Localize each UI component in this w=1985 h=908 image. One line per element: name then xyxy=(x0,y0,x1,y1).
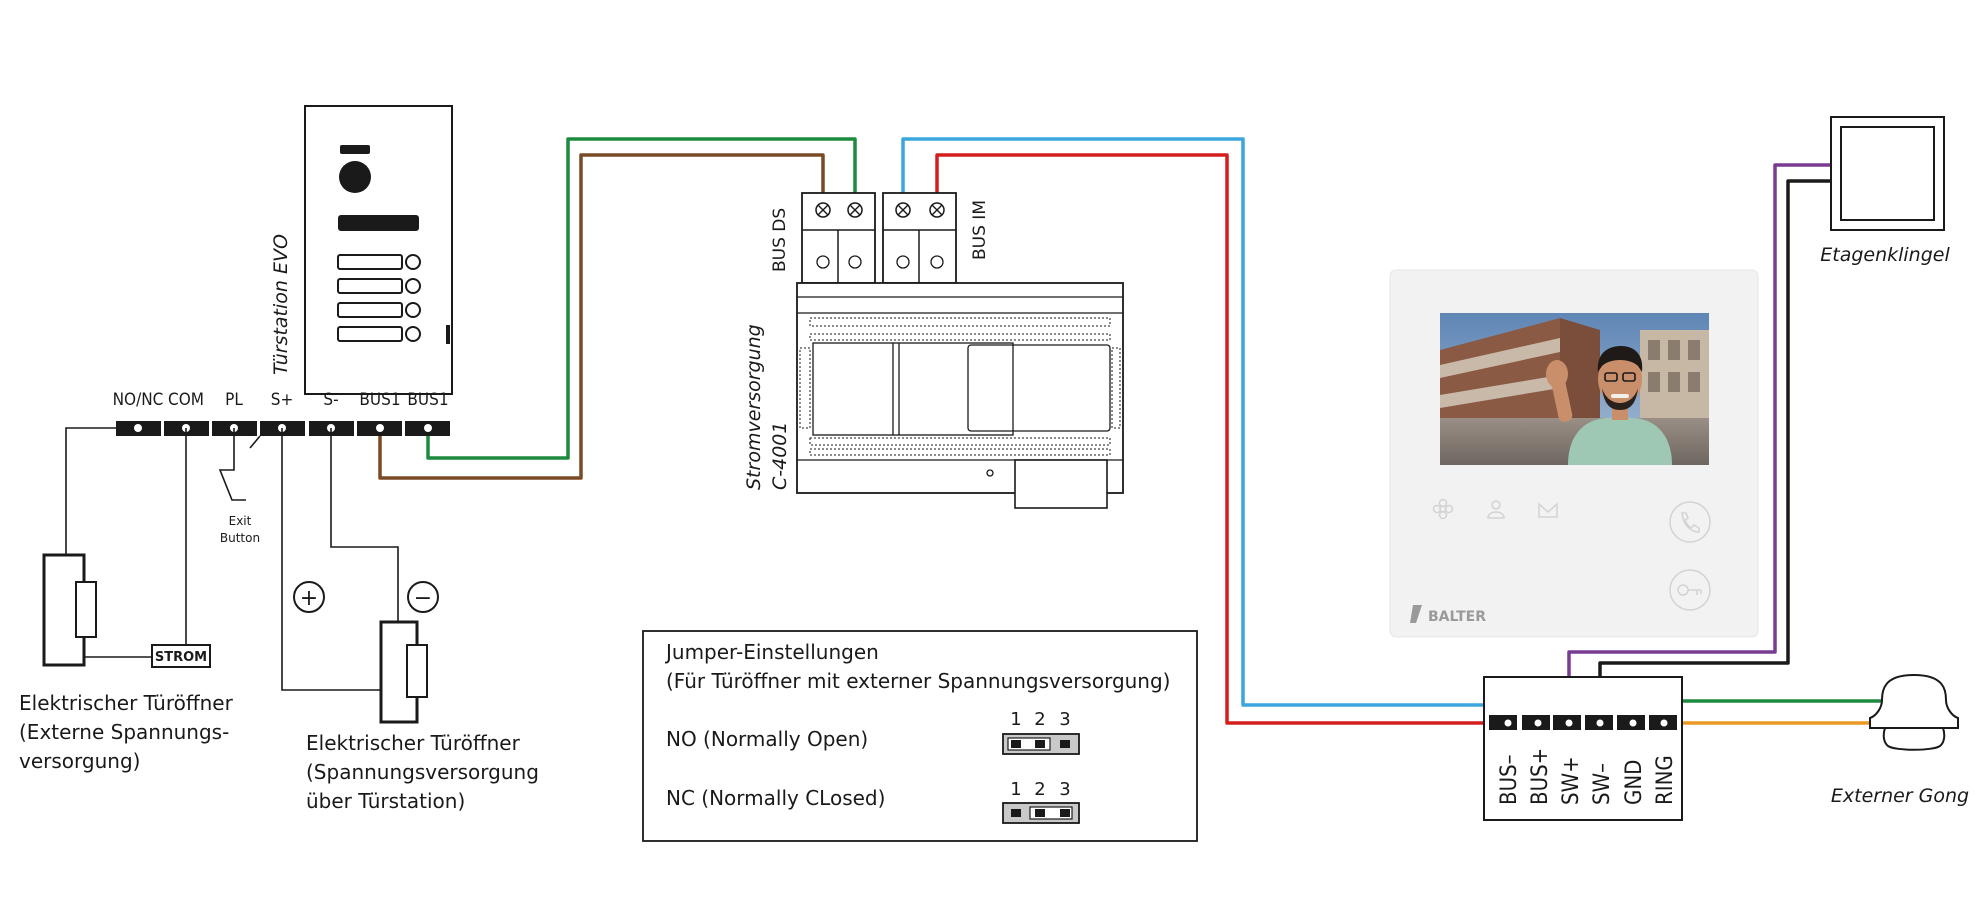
opener-station-label-3: über Türstation) xyxy=(306,789,465,813)
power-supply-label-1: Stromversorgung xyxy=(743,324,765,490)
opener-station-label-1: Elektrischer Türöffner xyxy=(306,731,521,755)
minus-icon: − xyxy=(414,586,432,611)
opener-external-label-1: Elektrischer Türöffner xyxy=(19,691,234,715)
speaker-slot xyxy=(340,145,370,154)
floor-bell: Etagenklingel xyxy=(1820,116,1950,266)
monitor-icons xyxy=(1432,498,1711,611)
wires xyxy=(378,137,1884,725)
door-station: Türstation EVO xyxy=(270,105,453,395)
gong-label: Externer Gong xyxy=(1831,785,1969,807)
bus-im-label: BUS IM xyxy=(970,200,990,260)
monitor-terminal-sw-minus: SW– xyxy=(1590,763,1615,805)
camera-icon xyxy=(339,161,371,193)
terminal-label-s-plus: S+ xyxy=(271,390,294,410)
door-opener-station: + − Elektrischer Türöffner (Spannungsver… xyxy=(293,581,539,813)
jumper-nc-graphic: 1 2 3 xyxy=(1002,779,1080,824)
pin-number-1: 1 xyxy=(1010,779,1021,800)
fan-icon xyxy=(1432,498,1454,520)
phone-icon xyxy=(1669,501,1711,543)
door-station-label: Türstation EVO xyxy=(270,234,292,375)
power-supply-label-2: C-4001 xyxy=(769,422,791,490)
opener-external-label-3: versorgung) xyxy=(19,749,140,773)
terminal-label-bus1-b: BUS1 xyxy=(407,390,448,410)
monitor-terminal-ring: RING xyxy=(1653,755,1678,805)
pin-number-2: 2 xyxy=(1034,709,1045,730)
jumper-no-label: NO (Normally Open) xyxy=(666,727,868,751)
user-icon xyxy=(1487,500,1505,519)
jumper-title: Jumper-Einstellungen xyxy=(664,640,879,664)
monitor-terminal-gnd: GND xyxy=(1622,760,1647,805)
terminal-label-no-nc: NO/NC xyxy=(113,390,164,410)
door-local-wiring xyxy=(65,427,399,691)
monitor-brand-label: BALTER xyxy=(1428,609,1486,625)
jumper-nc-label: NC (Normally CLosed) xyxy=(666,786,885,810)
pin-number-1: 1 xyxy=(1010,709,1021,730)
power-supply: BUS DS BUS IM Stromversorgung C-4001 xyxy=(743,192,1124,509)
display-bar xyxy=(338,215,419,231)
name-plates xyxy=(337,254,421,342)
terminal-label-s-minus: S- xyxy=(323,390,338,410)
plus-icon: + xyxy=(300,586,318,611)
exit-button-label-2: Button xyxy=(220,531,260,545)
jumper-settings-panel: Jumper-Einstellungen (Für Türöffner mit … xyxy=(642,630,1198,842)
indoor-monitor: BALTER xyxy=(1389,269,1759,638)
pin-number-3: 3 xyxy=(1059,779,1070,800)
opener-external-label-2: (Externe Spannungs- xyxy=(19,720,229,744)
terminal-label-com: COM xyxy=(168,390,204,410)
terminal-label-bus1-a: BUS1 xyxy=(359,390,400,410)
wire-red-bus xyxy=(935,153,1510,725)
terminal-label-pl: PL xyxy=(225,390,243,410)
external-gong: Externer Gong xyxy=(1831,673,1969,807)
man-waving-photo xyxy=(1440,313,1709,465)
mail-icon xyxy=(1538,502,1558,518)
floor-bell-label: Etagenklingel xyxy=(1820,244,1950,266)
jumper-subtitle: (Für Türöffner mit externer Spannungsver… xyxy=(666,669,1170,693)
strom-label: STROM xyxy=(155,650,207,665)
wire-purple-sw xyxy=(1567,163,1833,724)
monitor-terminal-sw-plus: SW+ xyxy=(1559,756,1584,805)
terminal-block-bus-im xyxy=(882,192,957,284)
exit-button: Exit Button xyxy=(220,514,260,545)
terminal-block-bus-ds xyxy=(801,192,876,284)
pin-number-2: 2 xyxy=(1034,779,1045,800)
strom-box: STROM xyxy=(151,644,211,668)
wire-brown-bus-ds xyxy=(378,153,825,480)
monitor-terminal-bus-plus: BUS+ xyxy=(1528,748,1553,805)
opener-station-label-2: (Spannungsversorgung xyxy=(306,760,539,784)
bus-ds-label: BUS DS xyxy=(770,208,790,272)
monitor-terminal-bus-minus: BUS– xyxy=(1497,754,1522,805)
door-opener-external: Elektrischer Türöffner (Externe Spannung… xyxy=(19,553,234,773)
monitor-terminal-block: BUS– BUS+ SW+ SW– GND RING xyxy=(1483,676,1683,821)
balter-logo: BALTER xyxy=(1410,605,1486,625)
pin-number-3: 3 xyxy=(1059,709,1070,730)
exit-button-label-1: Exit xyxy=(229,514,252,528)
key-icon xyxy=(1669,569,1711,611)
wire-green-bus-ds xyxy=(426,137,857,460)
balter-mini-logo xyxy=(446,325,450,344)
jumper-no-graphic: 1 2 3 xyxy=(1002,709,1080,755)
